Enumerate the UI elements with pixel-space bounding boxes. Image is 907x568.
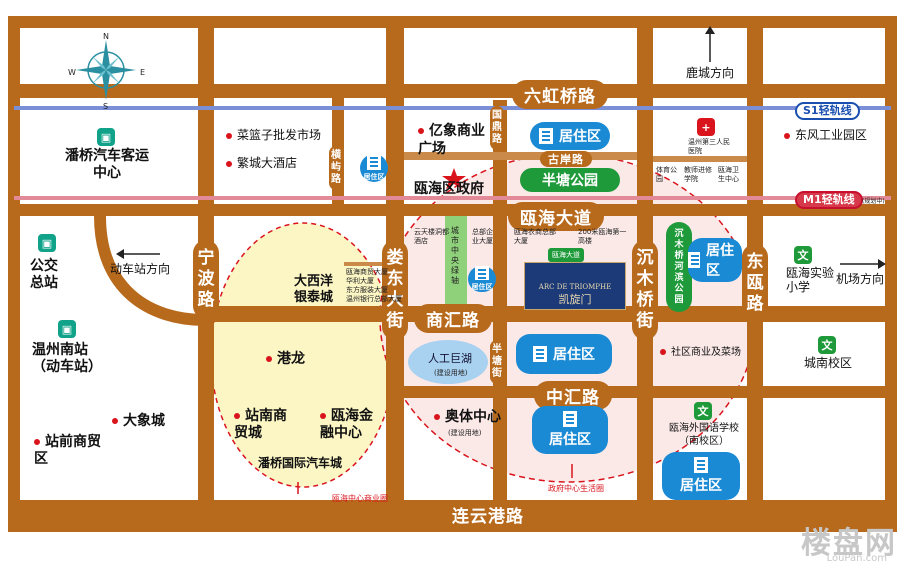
residence-southeast[interactable]: 居住区 bbox=[662, 452, 740, 500]
poi-jiaoshi: 教师进修学院 bbox=[684, 166, 712, 183]
poi-yixiang: 亿象商业广场 bbox=[418, 123, 485, 157]
compass-icon bbox=[76, 40, 136, 100]
dir-dongche: 动车站方向 bbox=[110, 262, 171, 276]
ouhai-government: 瓯海区政府 bbox=[414, 181, 484, 197]
bus-icon: ▣ bbox=[97, 128, 115, 146]
wenzhou-south-station: 温州南站（动车站） bbox=[32, 342, 102, 375]
poi-fancheng: 繁城大酒店 bbox=[226, 156, 297, 170]
road-shanghui: 商汇路 bbox=[414, 304, 492, 333]
government-star-icon bbox=[442, 168, 466, 189]
poi-daxiyang: 大西洋银泰城 bbox=[294, 274, 334, 305]
road-guan: 古岸路 bbox=[540, 151, 592, 167]
poi-tiyu: 体育公园 bbox=[656, 166, 677, 183]
compass-n: N bbox=[103, 32, 109, 41]
poi-foreign-school: 瓯海外国语学校（南校区） bbox=[669, 423, 739, 447]
residence-center[interactable]: 居住区 bbox=[516, 334, 612, 374]
residence-south-center[interactable]: 居住区 bbox=[532, 406, 608, 454]
panqiao-bus-center: 潘桥汽车客运中心 bbox=[65, 148, 149, 181]
road-ningbo: 宁波路 bbox=[193, 240, 219, 319]
residence-icon bbox=[539, 128, 553, 144]
road-dongou: 东瓯路 bbox=[742, 244, 768, 323]
gov-life-label: 政府中心生活圈 bbox=[548, 484, 604, 493]
poi-panqiao-intl: 潘桥国际汽车城 bbox=[258, 456, 343, 470]
school-icon-2: 文 bbox=[818, 336, 836, 354]
watermark: 楼盘网 bbox=[801, 526, 897, 561]
train-icon: ▣ bbox=[58, 320, 76, 338]
road-bantang: 半塘街 bbox=[490, 340, 504, 384]
artificial-lake bbox=[408, 340, 488, 384]
hospital-icon: + bbox=[697, 118, 715, 136]
bantang-park[interactable]: 半塘公园 bbox=[520, 168, 620, 192]
poi-aoti: 奥体中心 bbox=[434, 410, 501, 424]
road-liuhong: 六虹桥路 bbox=[512, 80, 608, 109]
arc-de-triomphe-project[interactable]: ARC DE TRIOMPHE 凯旋门 bbox=[524, 262, 626, 310]
ouhai-building-list: 瓯海商贸大厦 华利大厦 东方服装大厦 温州银行总部大厦 bbox=[346, 268, 402, 303]
road-ouhai: 瓯海大道 bbox=[508, 202, 604, 231]
central-green-axis bbox=[445, 216, 467, 306]
road-guoding: 国鼎路 bbox=[490, 106, 504, 150]
residence-icon bbox=[688, 252, 700, 268]
road-chenmuqiao: 沉木桥街 bbox=[632, 240, 658, 340]
poi-daxiang: 大象城 bbox=[112, 414, 165, 428]
poi-zhannan: 站南商贸城 bbox=[234, 408, 287, 441]
poi-ouhai-nongshang: 瓯海农商总部大厦 bbox=[514, 228, 556, 245]
compass-s: S bbox=[103, 102, 109, 111]
residence-icon bbox=[694, 457, 708, 473]
compass-e: E bbox=[140, 68, 146, 77]
dir-lucheng: 鹿城方向 bbox=[686, 66, 735, 80]
bus-station-icon: ▣ bbox=[38, 234, 56, 252]
poi-ganglong: 港龙 bbox=[266, 352, 305, 366]
road-zhonghui: 中汇路 bbox=[534, 381, 612, 410]
poi-hospital: 温州第三人民医院 bbox=[688, 138, 730, 155]
poi-ouhai200: 200米瓯海第一高楼 bbox=[578, 228, 627, 245]
poi-chengnan: 城南校区 bbox=[804, 356, 853, 370]
m1-rail-badge: M1轻轨线 bbox=[795, 191, 863, 209]
poi-yuntian: 云天楼洞都酒店 bbox=[414, 228, 449, 245]
poi-community: 社区商业及菜场 bbox=[660, 346, 741, 360]
road-lianyungang: 连云港路 bbox=[440, 500, 536, 529]
poi-zhanqian: 站前商贸区 bbox=[34, 434, 101, 467]
poi-ouhai-school: 瓯海实验小学 bbox=[786, 266, 835, 294]
residence-north[interactable]: 居住区 bbox=[530, 122, 610, 150]
residence-icon bbox=[563, 411, 577, 427]
ouhai-dadao-sign: 瓯海大道 bbox=[548, 248, 584, 262]
m1-note: (规划中) bbox=[862, 198, 885, 205]
compass-w: W bbox=[68, 68, 76, 77]
poi-ouhai-fin: 瓯海金融中心 bbox=[320, 408, 373, 441]
dir-airport: 机场方向 bbox=[836, 272, 885, 286]
gongjiao-station: 公交总站 bbox=[30, 258, 58, 291]
aoti-sub: (建设用地) bbox=[448, 429, 482, 437]
residence-small-west[interactable]: 居住区 bbox=[360, 154, 388, 182]
school-icon-3: 文 bbox=[694, 402, 712, 420]
artificial-lake-label: 人工巨湖 bbox=[428, 352, 472, 365]
poi-caiyuan: 菜篮子批发市场 bbox=[226, 128, 321, 142]
residence-icon bbox=[367, 154, 381, 170]
poi-dongfeng: 东风工业园区 bbox=[784, 128, 867, 142]
residence-small-center[interactable]: 居住区 bbox=[468, 266, 496, 292]
residence-east[interactable]: 居住区 bbox=[688, 238, 742, 282]
residence-icon bbox=[533, 346, 547, 362]
chenmu-park[interactable]: 沉木桥河滨公园 bbox=[666, 222, 692, 312]
central-green-label: 城市中央绿轴 bbox=[451, 226, 459, 285]
residence-icon bbox=[475, 266, 489, 280]
road-loudong: 娄东大街 bbox=[382, 240, 408, 340]
school-icon: 文 bbox=[794, 246, 812, 264]
watermark-sub: LouPan.com bbox=[826, 553, 887, 564]
poi-weisheng: 瓯海卫生中心 bbox=[718, 166, 739, 183]
poi-zongbu1: 总部企业大厦 bbox=[472, 228, 493, 245]
ouhai-bizcircle-label: 瓯海中心商业圈 bbox=[332, 494, 388, 503]
artificial-lake-sub: (建设用地) bbox=[434, 369, 468, 377]
s1-rail-badge: S1轻轨线 bbox=[795, 102, 860, 120]
road-hengyu: 横屿路 bbox=[329, 146, 343, 190]
